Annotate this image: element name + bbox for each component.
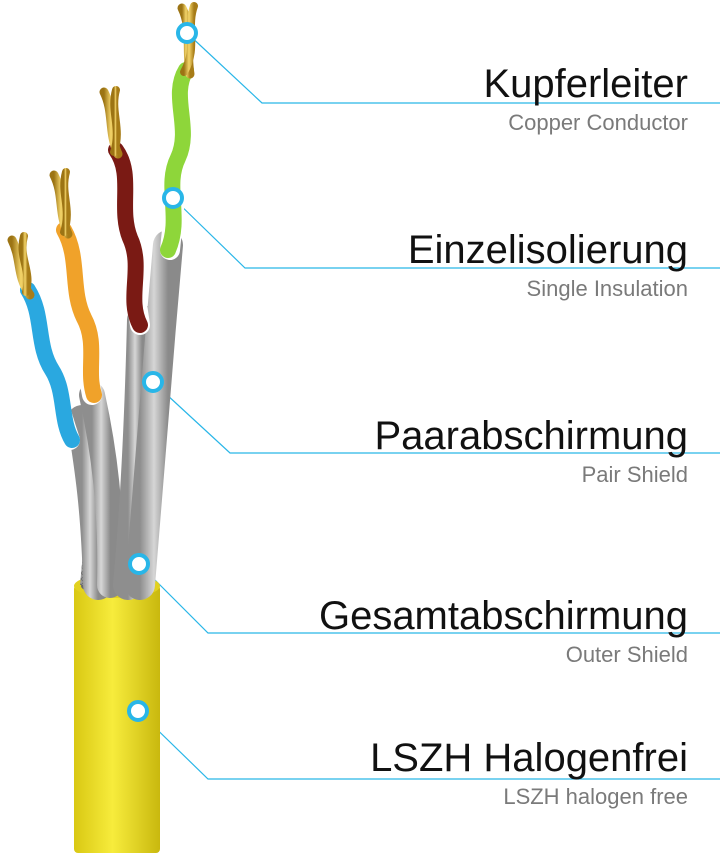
callout-single-insulation: Einzelisolierung Single Insulation bbox=[408, 228, 688, 302]
callout-title: Kupferleiter bbox=[483, 62, 688, 106]
callout-title: Paarabschirmung bbox=[374, 414, 689, 458]
leader-line bbox=[152, 381, 720, 454]
leader-line bbox=[172, 197, 720, 269]
wire-pair-green bbox=[160, 60, 196, 260]
marker-dot-icon bbox=[127, 700, 149, 722]
leader-line bbox=[137, 710, 720, 780]
wire-pair-brown bbox=[106, 140, 150, 335]
callout-title: LSZH Halogenfrei bbox=[370, 736, 688, 780]
callout-markers bbox=[127, 22, 198, 722]
callout-subtitle: Pair Shield bbox=[581, 462, 688, 487]
callout-copper-conductor: Kupferleiter Copper Conductor bbox=[483, 62, 688, 136]
copper-conductors bbox=[7, 2, 198, 300]
leader-line bbox=[186, 32, 720, 104]
marker-dot-icon bbox=[162, 187, 184, 209]
callout-subtitle: Copper Conductor bbox=[508, 110, 688, 135]
marker-dot-icon bbox=[128, 553, 150, 575]
callout-title: Gesamtabschirmung bbox=[318, 594, 688, 638]
marker-dot-icon bbox=[176, 22, 198, 44]
callout-pair-shield: Paarabschirmung Pair Shield bbox=[375, 414, 689, 488]
wire-pair-blue bbox=[18, 280, 80, 450]
callout-subtitle: Single Insulation bbox=[526, 276, 688, 301]
leader-lines bbox=[137, 32, 720, 780]
callout-outer-shield: Gesamtabschirmung Outer Shield bbox=[319, 594, 688, 668]
callout-subtitle: Outer Shield bbox=[565, 642, 688, 667]
wire-pair-orange bbox=[54, 220, 102, 405]
leader-line bbox=[138, 563, 720, 634]
foiled-pairs bbox=[67, 230, 183, 600]
callout-title: Einzelisolierung bbox=[407, 228, 688, 272]
callout-lszh: LSZH Halogenfrei LSZH halogen free bbox=[370, 736, 688, 810]
callout-subtitle: LSZH halogen free bbox=[503, 784, 688, 809]
marker-dot-icon bbox=[142, 371, 164, 393]
